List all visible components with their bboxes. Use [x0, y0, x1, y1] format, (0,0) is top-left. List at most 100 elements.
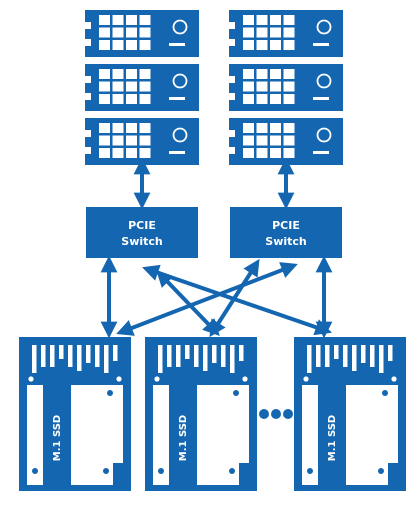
drive-bay: [139, 123, 151, 133]
drive-bay: [99, 15, 110, 25]
pcie-switch-right-label-2: Switch: [265, 235, 306, 248]
mounting-hole: [233, 390, 239, 396]
drive-bay: [270, 40, 281, 50]
drive-bay: [112, 15, 124, 25]
pcie-switch-left-label-2: Switch: [121, 235, 162, 248]
drive-bay: [243, 94, 254, 104]
drive-bay: [126, 135, 137, 146]
drive-bay: [126, 148, 137, 158]
ssd-label: M.1 SSD: [327, 415, 338, 461]
pcie-switch-left-label-1: PCIE: [128, 219, 156, 232]
pcie-switch-right-label-1: PCIE: [272, 219, 300, 232]
power-button-icon: [172, 127, 188, 143]
drive-bay: [243, 27, 254, 38]
connector-pin: [167, 345, 172, 367]
connector-pin: [343, 345, 348, 367]
connector-pin: [176, 345, 181, 367]
drive-bay: [126, 81, 137, 92]
connection-arrows: [100, 157, 333, 339]
drive-bay: [283, 94, 295, 104]
drive-bay: [270, 27, 281, 38]
drive-bay: [139, 148, 151, 158]
mounting-hole: [378, 468, 384, 474]
drive-bay: [99, 40, 110, 50]
ellipsis-dot: [271, 409, 281, 419]
server-unit: [229, 118, 343, 165]
drive-bay: [256, 40, 268, 50]
power-button-icon: [316, 127, 332, 143]
status-led: [313, 43, 329, 46]
drive-bay: [139, 69, 151, 79]
drive-bay: [243, 148, 254, 158]
server-stack-right: [229, 10, 343, 165]
drive-bay: [283, 135, 295, 146]
ssd-card-3: M.1 SSD: [294, 337, 406, 491]
drive-bay: [126, 15, 137, 25]
pcie-switch-right: PCIE Switch: [230, 207, 342, 258]
drive-bay: [256, 94, 268, 104]
connector-pin: [307, 345, 312, 375]
power-button-icon: [172, 73, 188, 89]
drive-bay: [256, 81, 268, 92]
drive-bay: [139, 135, 151, 146]
connector-pin: [379, 345, 384, 375]
drive-bay: [270, 123, 281, 133]
connector-pin: [185, 345, 190, 359]
drive-bay: [256, 27, 268, 38]
ssd-label: M.1 SSD: [52, 415, 63, 461]
drive-bay: [99, 135, 110, 146]
status-led: [169, 151, 185, 154]
drive-bay: [243, 81, 254, 92]
drive-bay: [126, 27, 137, 38]
connector-pin: [194, 345, 199, 367]
drive-bay: [270, 148, 281, 158]
drive-bay: [112, 135, 124, 146]
drive-bay: [283, 69, 295, 79]
mounting-hole: [307, 468, 313, 474]
connector-pin: [352, 345, 357, 371]
mounting-hole: [103, 468, 109, 474]
ssd-label: M.1 SSD: [178, 415, 189, 461]
connector-pin: [158, 345, 163, 375]
drive-bay: [99, 27, 110, 38]
drive-bay: [270, 15, 281, 25]
connector-pin: [334, 345, 339, 359]
drive-bay: [99, 94, 110, 104]
status-led: [313, 97, 329, 100]
ellipsis-dot: [259, 409, 269, 419]
connector-pin: [50, 345, 55, 367]
mounting-hole: [158, 468, 164, 474]
drive-bay: [243, 69, 254, 79]
drive-bay: [243, 15, 254, 25]
connector-pin: [203, 345, 208, 371]
connector-pin: [361, 345, 366, 363]
drive-bay: [283, 81, 295, 92]
pcie-switch-left: PCIE Switch: [86, 207, 198, 258]
drive-bay: [270, 94, 281, 104]
mounting-hole: [382, 390, 388, 396]
drive-bay: [99, 81, 110, 92]
arrow-switch-left-to-ssd-3: [142, 264, 332, 336]
connector-pin: [32, 345, 37, 375]
drive-bay: [139, 81, 151, 92]
drive-bay: [112, 123, 124, 133]
drive-bay: [256, 148, 268, 158]
connector-pin: [41, 345, 46, 367]
mounting-hole: [32, 468, 38, 474]
connector-pin: [104, 345, 109, 375]
server-unit: [85, 64, 199, 111]
drive-bay: [283, 15, 295, 25]
drive-bay: [112, 81, 124, 92]
server-unit: [85, 118, 199, 165]
drive-bay: [99, 148, 110, 158]
connector-pin: [59, 345, 64, 359]
connector-pin: [316, 345, 321, 367]
drive-bay: [256, 135, 268, 146]
status-led: [313, 151, 329, 154]
connector-pin: [370, 345, 375, 367]
drive-bay: [126, 69, 137, 79]
connector-pin: [239, 345, 244, 361]
connector-pin: [388, 345, 393, 361]
